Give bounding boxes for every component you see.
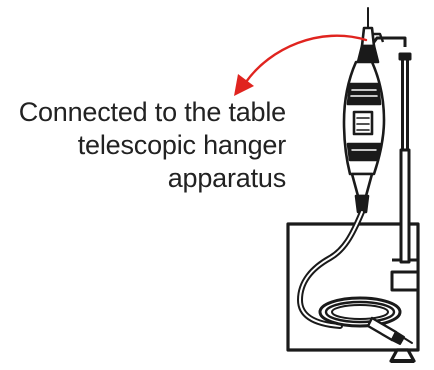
curved-arrow-icon [234, 36, 366, 96]
caption-line-1: Connected to the table [14, 96, 286, 129]
caption-line-2: telescopic hanger [14, 129, 286, 162]
caption-line-3: apparatus [14, 162, 286, 195]
caption: Connected to the table telescopic hanger… [14, 96, 286, 195]
